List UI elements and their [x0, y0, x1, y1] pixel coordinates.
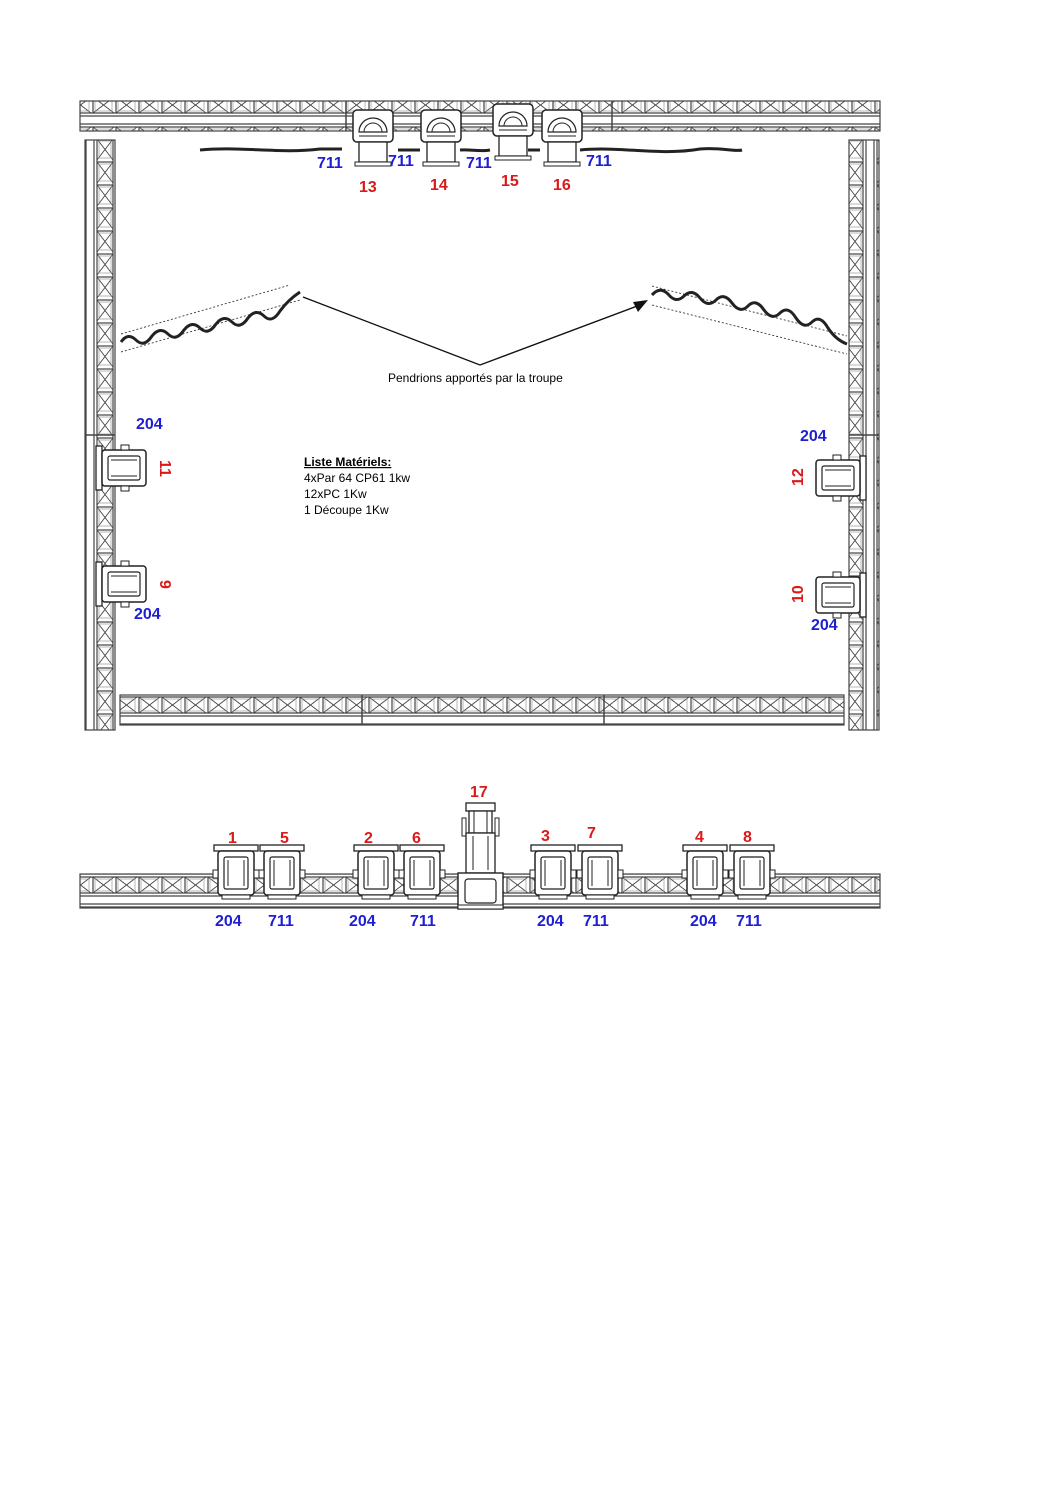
- gel-label: 711: [317, 155, 343, 172]
- gel-label: 711: [466, 155, 492, 172]
- par-fixture-16: [541, 109, 583, 167]
- pc-fixture-3: [529, 844, 577, 900]
- fixture-number: 14: [430, 177, 448, 194]
- pc-fixture-4: [681, 844, 729, 900]
- fixture-number: 17: [470, 784, 488, 801]
- pc-fixture-10: [815, 571, 867, 619]
- downstage-truss: [119, 694, 845, 726]
- materials-list: Liste Matériels: 4xPar 64 CP61 1kw 12xPC…: [304, 455, 410, 517]
- fixture-number: 9: [156, 580, 173, 589]
- gel-label: 204: [690, 913, 717, 930]
- gel-label: 204: [134, 606, 161, 623]
- fixture-number: 3: [541, 828, 550, 845]
- upstage-curtain: [199, 147, 743, 154]
- gel-label: 711: [586, 153, 612, 170]
- par-fixture-15: [492, 103, 534, 161]
- fixture-number: 10: [790, 585, 807, 603]
- fixture-number: 11: [156, 460, 173, 477]
- gel-label: 711: [736, 913, 762, 930]
- pc-fixture-11: [95, 444, 147, 492]
- pc-fixture-1: [212, 844, 260, 900]
- gel-label: 711: [410, 913, 436, 930]
- pc-fixture-12: [815, 454, 867, 502]
- fixture-number: 15: [501, 173, 519, 190]
- right-truss: [848, 139, 880, 731]
- fixture-number: 13: [359, 179, 377, 196]
- gel-label: 711: [583, 913, 609, 930]
- gel-label: 204: [800, 428, 827, 445]
- par-fixture-14: [420, 109, 462, 167]
- fixture-number: 12: [790, 468, 807, 486]
- gel-label: 204: [349, 913, 376, 930]
- gel-label: 204: [811, 617, 838, 634]
- pc-fixture-5: [258, 844, 306, 900]
- materials-title: Liste Matériels:: [304, 455, 391, 469]
- materials-line: 1 Découpe 1Kw: [304, 503, 389, 517]
- materials-line: 12xPC 1Kw: [304, 487, 367, 501]
- fixture-number: 4: [695, 829, 704, 846]
- annotation-arrows: [302, 296, 648, 366]
- fixture-number: 6: [412, 830, 421, 847]
- gel-label: 711: [268, 913, 294, 930]
- materials-line: 4xPar 64 CP61 1kw: [304, 471, 410, 485]
- pc-fixture-6: [398, 844, 446, 900]
- top-truss: [79, 100, 881, 132]
- pc-fixture-8: [728, 844, 776, 900]
- pc-fixture-2: [352, 844, 400, 900]
- gel-label: 204: [136, 416, 163, 433]
- fixture-number: 2: [364, 830, 373, 847]
- left-truss: [84, 139, 116, 731]
- profile-spot-17: [457, 802, 504, 910]
- left-drape: [119, 284, 301, 353]
- pc-fixture-7: [576, 844, 624, 900]
- gel-label: 204: [537, 913, 564, 930]
- fixture-number: 7: [587, 825, 596, 842]
- gel-label: 204: [215, 913, 242, 930]
- drapes-annotation: Pendrions apportés par la troupe: [388, 371, 563, 385]
- fixture-number: 8: [743, 829, 752, 846]
- right-drape: [650, 285, 848, 355]
- fixture-number: 1: [228, 830, 237, 847]
- fixture-number: 16: [553, 177, 571, 194]
- fixture-number: 5: [280, 830, 289, 847]
- gel-label: 711: [388, 153, 414, 170]
- par-fixture-13: [352, 109, 394, 167]
- pc-fixture-9: [95, 560, 147, 608]
